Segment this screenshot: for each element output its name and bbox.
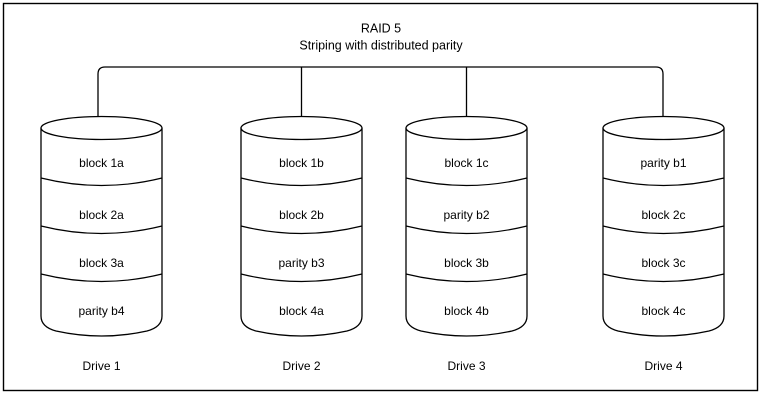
drive-2-divider-1 — [240, 177, 363, 187]
drive-4-cylinder-body — [602, 127, 725, 337]
drive-1-label: Drive 1 — [82, 359, 120, 373]
drive-4-block-2: block 2c — [641, 208, 685, 222]
drive-1-block-1: block 1a — [79, 156, 124, 170]
drive-3[interactable]: block 1c parity b2 block 3b block 4b Dri… — [405, 115, 528, 374]
diagram-title: RAID 5 — [361, 21, 401, 35]
drive-3-block-4: block 4b — [444, 304, 489, 318]
drive-2-block-3: parity b3 — [278, 256, 324, 270]
drive-3-divider-1 — [405, 177, 528, 187]
drive-2-cylinder-body — [240, 127, 363, 337]
drive-2-divider-3 — [240, 273, 363, 283]
drive-2[interactable]: block 1b block 2b parity b3 block 4a Dri… — [240, 115, 363, 374]
drive-1-block-2: block 2a — [79, 208, 124, 222]
diagram-subtitle: Striping with distributed parity — [299, 38, 463, 52]
drive-2-label: Drive 2 — [282, 359, 320, 373]
drive-3-block-3: block 3b — [444, 256, 489, 270]
drive-3-divider-3 — [405, 273, 528, 283]
drive-4-divider-2 — [602, 225, 725, 235]
drive-4-block-3: block 3c — [641, 256, 685, 270]
drive-1-block-3: block 3a — [79, 256, 124, 270]
drive-2-block-4: block 4a — [279, 304, 324, 318]
drive-2-block-2: block 2b — [279, 208, 324, 222]
drive-1-divider-3 — [40, 273, 163, 283]
drive-3-block-2: parity b2 — [443, 208, 489, 222]
drive-1-cylinder-body — [40, 127, 163, 337]
drive-1-block-4: parity b4 — [78, 304, 124, 318]
drive-4-label: Drive 4 — [644, 359, 682, 373]
drive-1-divider-2 — [40, 225, 163, 235]
drive-2-cylinder-top — [240, 115, 363, 141]
drive-1-cylinder-top — [40, 115, 163, 141]
drive-4-block-1: parity b1 — [640, 156, 686, 170]
drive-3-cylinder-top — [405, 115, 528, 141]
drive-4-divider-1 — [602, 177, 725, 187]
drive-2-block-1: block 1b — [279, 156, 324, 170]
drive-1[interactable]: block 1a block 2a block 3a parity b4 Dri… — [40, 115, 163, 374]
raid-controller-bus — [97, 66, 664, 126]
drive-3-cylinder-body — [405, 127, 528, 337]
drive-1-divider-1 — [40, 177, 163, 187]
drive-4[interactable]: parity b1 block 2c block 3c block 4c Dri… — [602, 115, 725, 374]
drive-2-divider-2 — [240, 225, 363, 235]
drive-4-block-4: block 4c — [641, 304, 685, 318]
drive-3-label: Drive 3 — [447, 359, 485, 373]
drive-3-block-1: block 1c — [444, 156, 488, 170]
drive-4-divider-3 — [602, 273, 725, 283]
drive-4-cylinder-top — [602, 115, 725, 141]
drive-3-divider-2 — [405, 225, 528, 235]
